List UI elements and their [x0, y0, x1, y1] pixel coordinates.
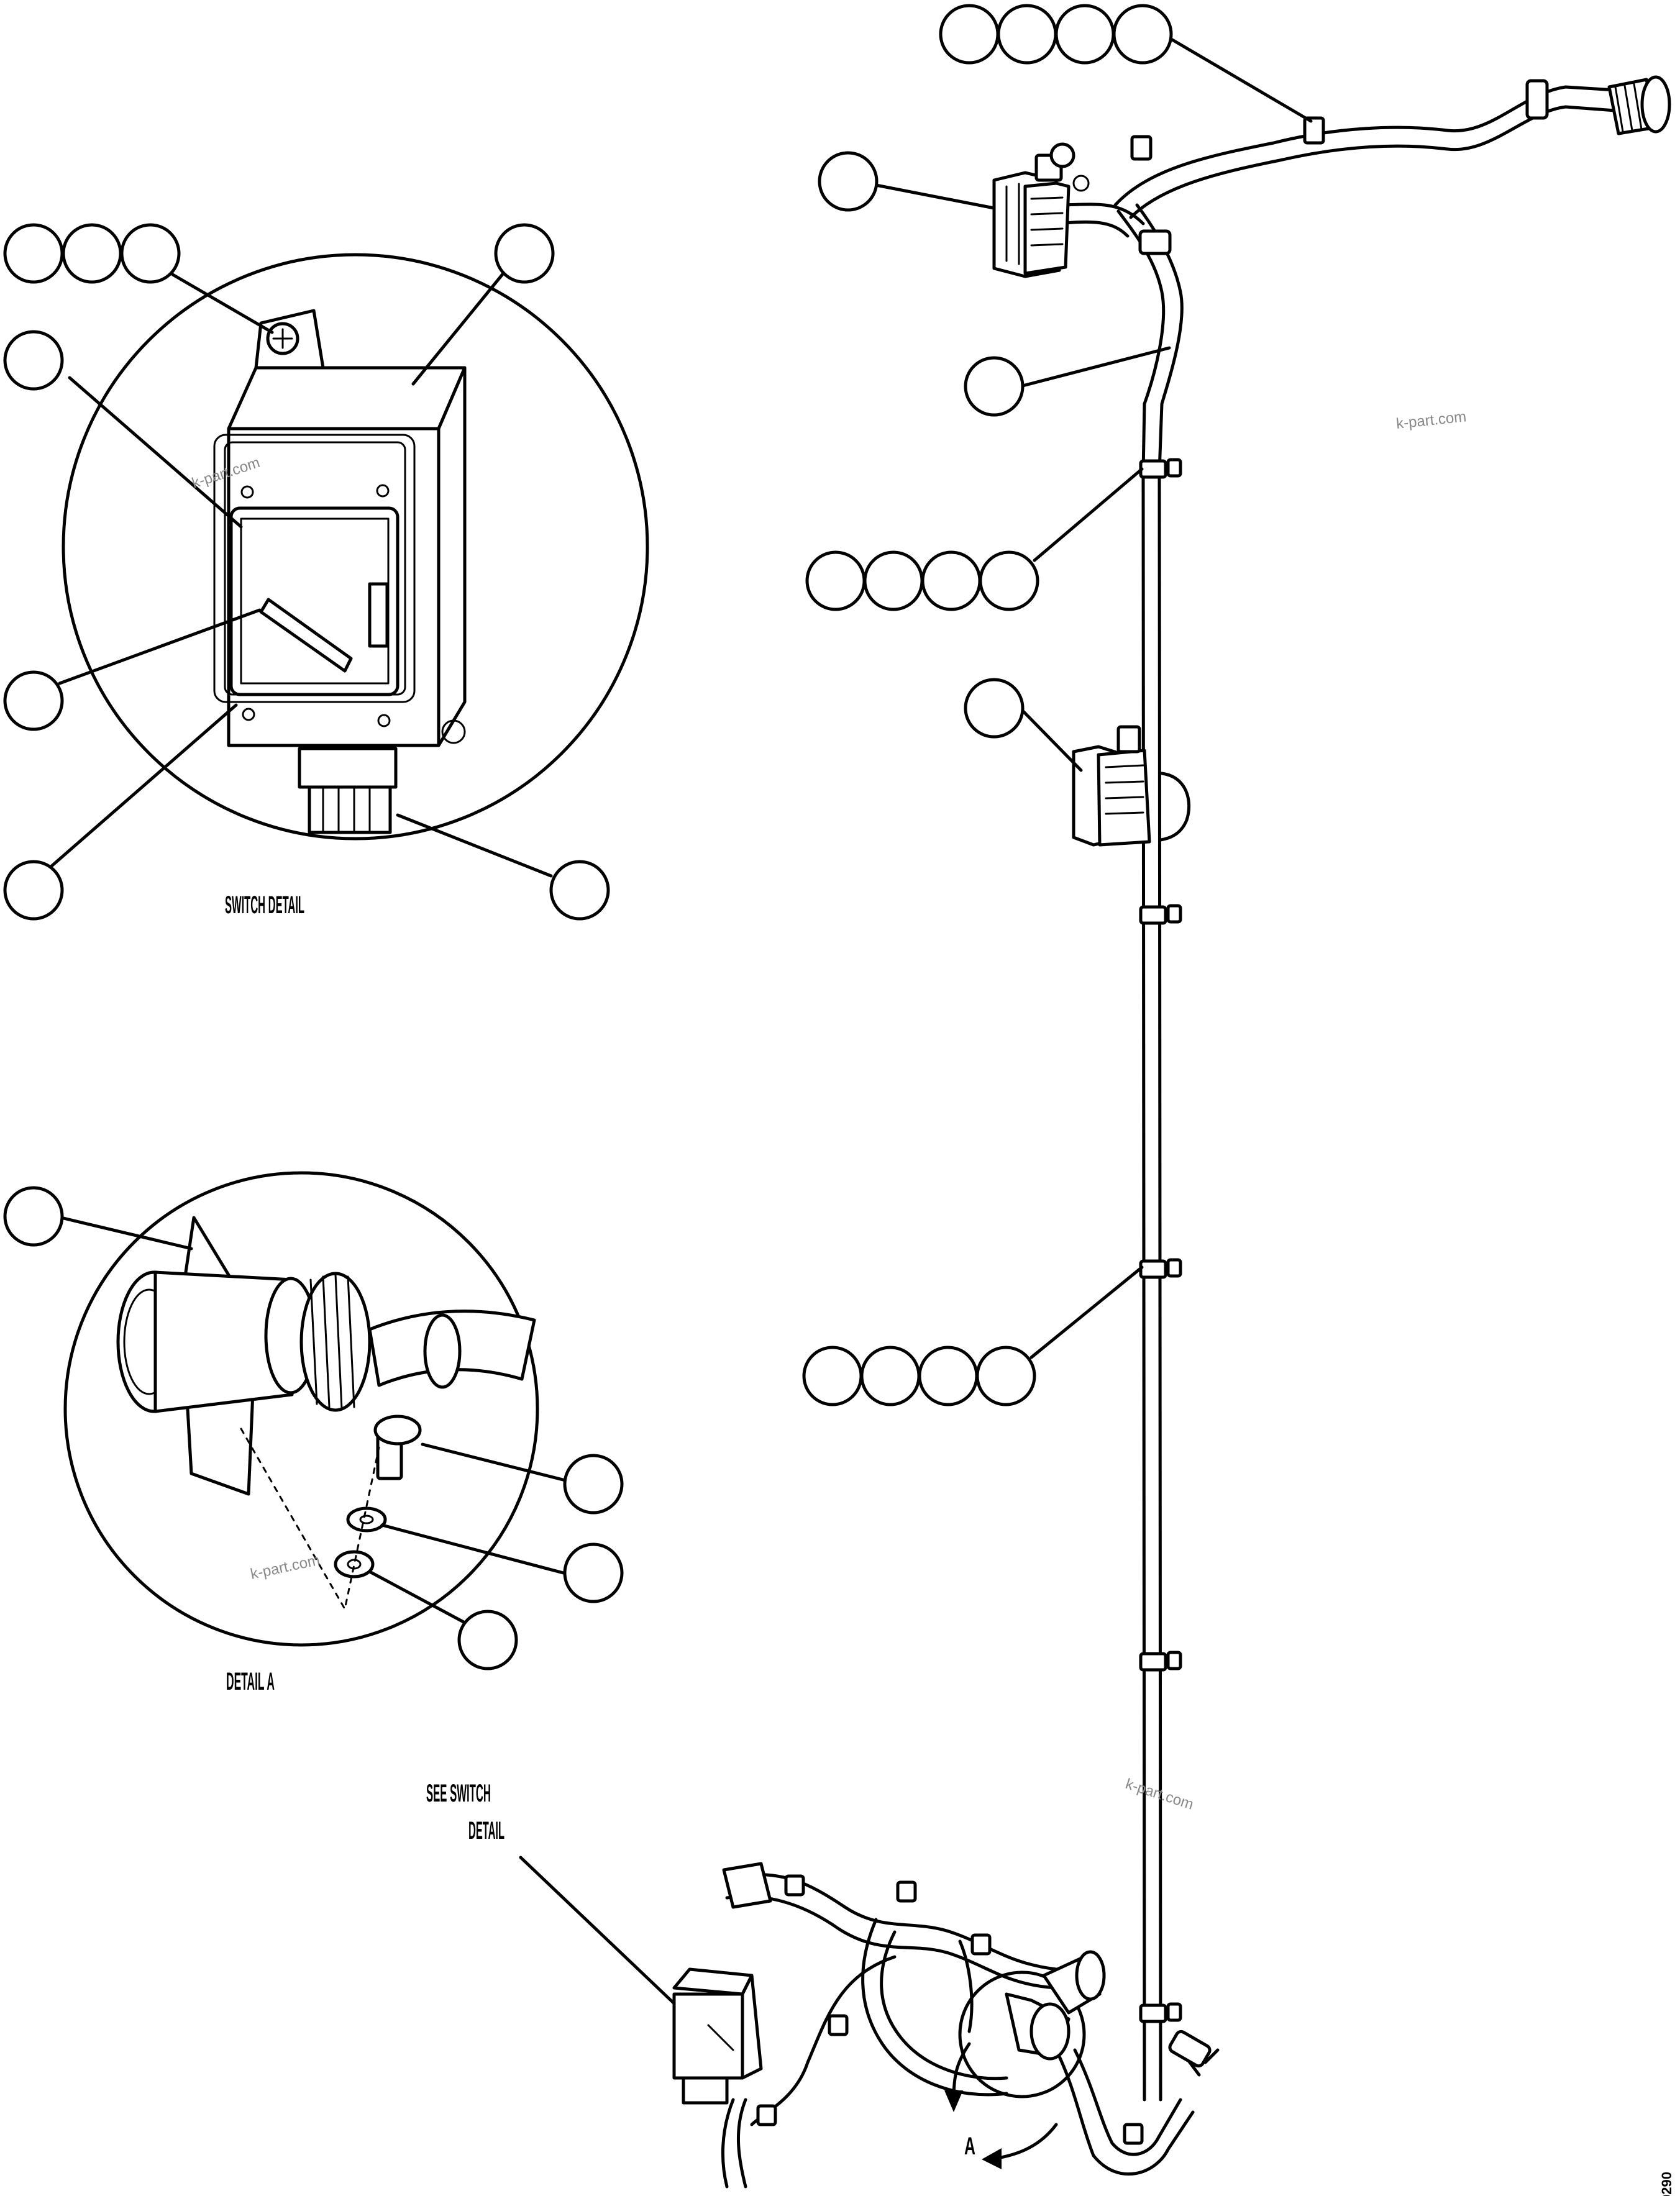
main-harness: A SEE SWITCH DETAIL	[426, 4, 1671, 2189]
see-switch-caption-1: SEE SWITCH	[426, 1780, 491, 1807]
detail-a-caption: DETAIL A	[226, 1668, 275, 1695]
callout-bubbles-detail-a	[3, 1186, 624, 1670]
figure-reference: G0290	[1659, 2172, 1674, 2196]
switch-detail-circle	[62, 253, 649, 841]
switch-detail-caption: SWITCH DETAIL	[225, 891, 304, 919]
view-a-arrows: A	[944, 2042, 1058, 2169]
callout-bubbles-switch	[3, 223, 610, 921]
harness-clamps	[1138, 229, 1182, 2023]
view-a-label: A	[964, 2133, 975, 2160]
view-a-circle	[958, 1970, 1086, 2098]
switch-detail: SWITCH DETAIL	[3, 223, 649, 921]
round-connector-top	[1525, 75, 1671, 135]
watermark: k-part.com	[1395, 408, 1468, 432]
small-switch-box	[672, 1967, 763, 2105]
work-lamp-top	[992, 142, 1090, 278]
switch-enclosure	[213, 309, 467, 834]
detail-a: DETAIL A	[3, 1171, 624, 1695]
work-lamp-middle	[1072, 725, 1191, 847]
see-switch-caption-2: DETAIL	[468, 1817, 504, 1844]
watermark: k-part.com	[249, 1552, 321, 1583]
detail-a-circle	[63, 1171, 539, 1647]
bottom-harness-cluster	[672, 1862, 1220, 2189]
callout-bubbles-main	[802, 4, 1173, 1406]
